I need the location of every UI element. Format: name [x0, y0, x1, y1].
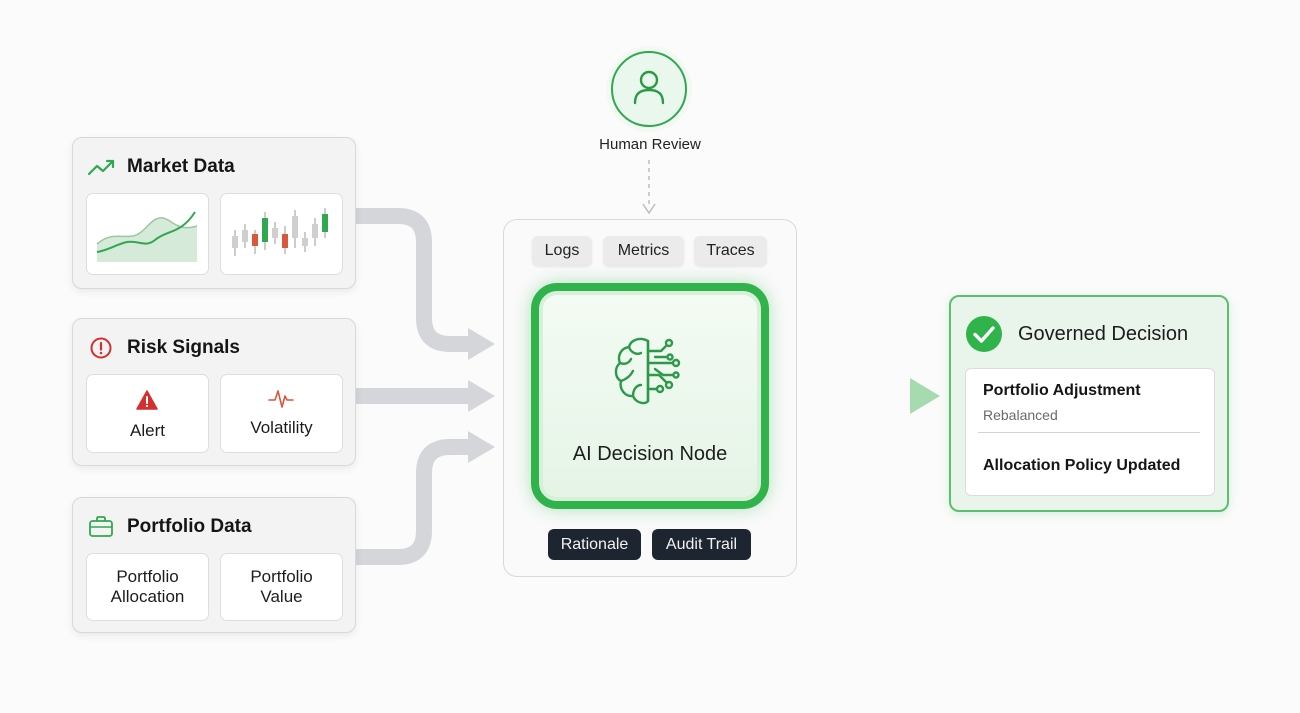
portfolio-adjustment-status: Rebalanced — [983, 407, 1058, 423]
portfolio-value-card: Portfolio Value — [220, 553, 343, 621]
candlestick-thumbnail — [232, 208, 328, 256]
brain-circuit-icon — [614, 337, 681, 405]
human-review-label: Human Review — [599, 136, 701, 153]
decision-divider — [978, 432, 1200, 433]
flow-market-to-node — [356, 208, 470, 352]
user-icon — [633, 70, 665, 105]
volatility-card: Volatility — [220, 374, 343, 453]
market-data-panel: Market Data — [72, 137, 356, 289]
human-review-arrowhead — [642, 203, 656, 215]
flow-arrow-decision — [910, 378, 940, 414]
governed-decision-panel: Governed Decision Portfolio Adjustment R… — [949, 295, 1229, 512]
flow-arrow-market — [468, 328, 495, 360]
risk-signals-panel: Risk Signals Alert Volatility — [72, 318, 356, 466]
ai-decision-node[interactable]: AI Decision Node — [531, 283, 769, 509]
warning-triangle-icon — [136, 390, 158, 410]
check-circle-icon — [966, 316, 1002, 352]
risk-signals-title: Risk Signals — [127, 337, 240, 358]
rationale-chip[interactable]: Rationale — [548, 529, 641, 560]
flow-arrow-portfolio — [468, 431, 495, 463]
allocation-policy-title: Allocation Policy Updated — [983, 457, 1181, 474]
candlestick-chart-card — [220, 193, 343, 275]
alert-label: Alert — [130, 421, 165, 440]
market-data-title: Market Data — [127, 156, 235, 177]
metrics-chip[interactable]: Metrics — [603, 236, 684, 266]
portfolio-allocation-card: Portfolio Allocation — [86, 553, 209, 621]
line-chart-card — [86, 193, 209, 275]
portfolio-allocation-label: Portfolio Allocation — [110, 567, 185, 606]
audit-trail-chip[interactable]: Audit Trail — [652, 529, 751, 560]
portfolio-data-title: Portfolio Data — [127, 516, 252, 537]
alert-circle-icon — [90, 337, 112, 359]
decision-details-card: Portfolio Adjustment Rebalanced Allocati… — [965, 368, 1215, 496]
portfolio-data-panel: Portfolio Data Portfolio Allocation Port… — [72, 497, 356, 633]
portfolio-adjustment-title: Portfolio Adjustment — [983, 382, 1141, 399]
volatility-label: Volatility — [250, 418, 313, 437]
briefcase-icon — [89, 516, 113, 537]
flow-portfolio-to-node — [356, 439, 470, 565]
portfolio-value-label: Portfolio Value — [250, 567, 313, 606]
pulse-icon — [268, 390, 294, 408]
logs-chip[interactable]: Logs — [532, 236, 592, 266]
line-chart-thumbnail — [96, 211, 198, 262]
alert-card: Alert — [86, 374, 209, 453]
trend-up-icon — [87, 159, 115, 176]
governed-decision-title: Governed Decision — [1018, 323, 1189, 345]
flow-arrow-risk — [468, 380, 495, 412]
ai-decision-node-label: AI Decision Node — [572, 443, 728, 465]
human-review-avatar — [611, 51, 687, 127]
traces-chip[interactable]: Traces — [694, 236, 767, 266]
